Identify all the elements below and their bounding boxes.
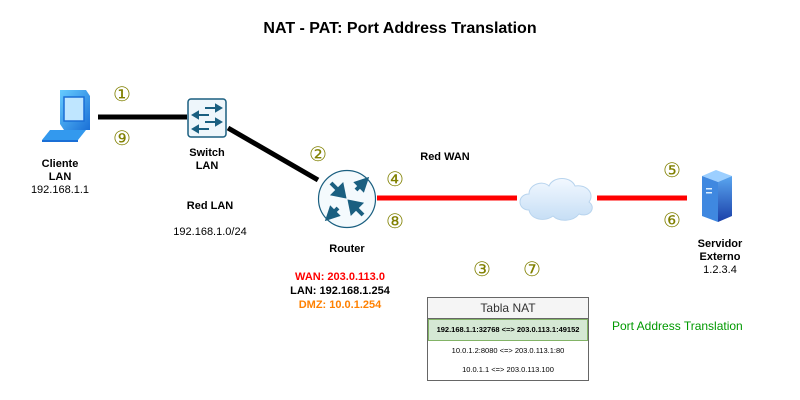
server-label: Servidor Externo 1.2.3.4 — [680, 238, 760, 277]
client-name-line2: LAN — [48, 171, 72, 183]
nat-table: Tabla NAT 192.168.1.1:32768 <=> 203.0.11… — [427, 297, 589, 381]
step-4: ④ — [386, 169, 404, 191]
step-7: ⑦ — [523, 259, 541, 281]
server-name-line1: Servidor — [697, 238, 743, 250]
router-lan-ip: LAN: 192.168.1.254 — [290, 285, 390, 297]
switch-label: Switch LAN — [177, 147, 237, 173]
step-8: ⑧ — [386, 211, 404, 233]
switch-name-line1: Switch — [189, 147, 225, 159]
router-dmz-ip: DMZ: 10.0.1.254 — [298, 299, 382, 311]
switch-icon[interactable] — [187, 98, 227, 138]
server-icon[interactable] — [700, 168, 734, 224]
step-3: ③ — [473, 259, 491, 281]
link-switch-router — [226, 125, 320, 183]
step-2: ② — [309, 144, 327, 166]
step-1: ① — [113, 84, 131, 106]
nat-table-title: Tabla NAT — [428, 298, 588, 319]
client-name-line1: Cliente — [41, 158, 79, 170]
router-label: Router — [329, 243, 365, 255]
client-label: Cliente LAN 192.168.1.1 — [20, 158, 100, 197]
nat-table-row: 192.168.1.1:32768 <=> 203.0.113.1:49152 — [428, 319, 588, 341]
switch-name-line2: LAN — [195, 160, 219, 172]
wan-network-label: Red WAN — [420, 151, 470, 163]
router-wan-ip: WAN: 203.0.113.0 — [295, 271, 385, 283]
router-icon[interactable] — [317, 169, 377, 229]
diagram-title: NAT - PAT: Port Address Translation — [263, 20, 537, 37]
laptop-icon[interactable] — [40, 88, 96, 142]
step-6: ⑥ — [663, 210, 681, 232]
step-5: ⑤ — [663, 160, 681, 182]
pat-label: Port Address Translation — [612, 319, 743, 333]
step-9: ⑨ — [113, 128, 131, 150]
client-ip: 192.168.1.1 — [30, 184, 90, 196]
lan-subnet: 192.168.1.0/24 — [173, 226, 247, 238]
server-name-line2: Externo — [699, 251, 741, 263]
lan-network-label: Red LAN — [186, 200, 234, 212]
cloud-icon[interactable] — [515, 172, 597, 222]
nat-table-row: 10.0.1.1 <=> 203.0.113.100 — [462, 365, 554, 374]
server-ip: 1.2.3.4 — [703, 264, 737, 276]
nat-table-row: 10.0.1.2:8080 <=> 203.0.113.1:80 — [451, 346, 565, 355]
